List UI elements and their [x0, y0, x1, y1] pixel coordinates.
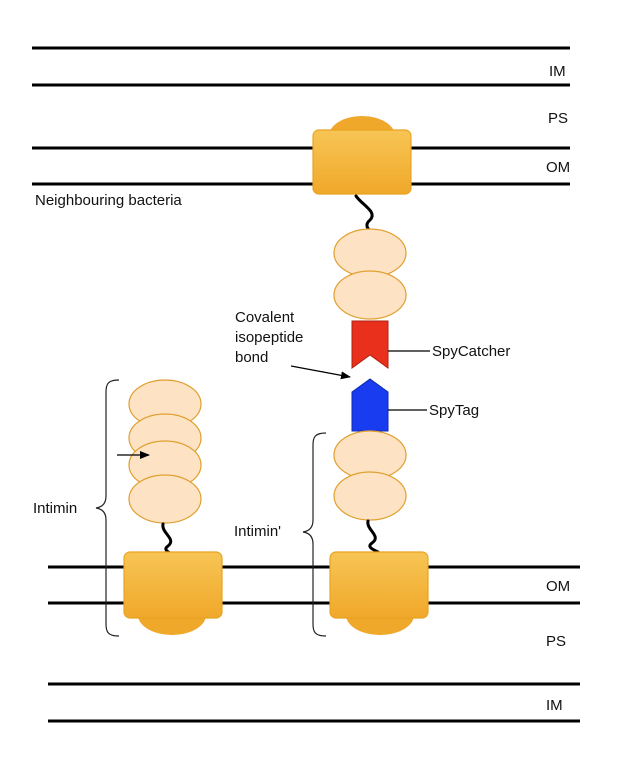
top-beta-barrel — [312, 116, 412, 195]
neighbouring-bacteria-label: Neighbouring bacteria — [35, 192, 182, 209]
intimin-prime-label: Intimin' — [234, 523, 281, 540]
top-linker — [354, 194, 374, 234]
covalent-bond-arrow — [290, 365, 351, 380]
spytag-label: SpyTag — [429, 402, 479, 419]
spycatcher-shape — [351, 320, 389, 369]
spycatcher-label: SpyCatcher — [432, 343, 510, 360]
intimin-prime-beta-barrel — [329, 551, 429, 635]
intimin-label: Intimin — [33, 500, 77, 517]
intimin-ig-domain-4 — [128, 474, 202, 524]
top-ig-domain-1 — [333, 228, 407, 278]
covalent-label-line-2: isopeptide — [235, 329, 303, 346]
intimin-brace — [95, 379, 120, 637]
top-ig-domain-2 — [333, 270, 407, 320]
bottom-ps-label: PS — [546, 633, 566, 650]
bottom-om-label: OM — [546, 578, 570, 595]
covalent-label-line-3: bond — [235, 349, 268, 366]
intimin-beta-barrel — [123, 551, 223, 635]
intimin-prime-ig-domain-2 — [333, 471, 407, 521]
intimin-linker — [161, 522, 176, 557]
top-im-label: IM — [549, 63, 566, 80]
intimin-prime-linker — [366, 519, 380, 554]
top-om-label: OM — [546, 159, 570, 176]
top-ps-label: PS — [548, 110, 568, 127]
intimin-prime-brace — [302, 432, 327, 637]
spytag-shape — [351, 378, 389, 432]
covalent-label-line-1: Covalent — [235, 309, 295, 326]
bottom-im-label: IM — [546, 697, 563, 714]
